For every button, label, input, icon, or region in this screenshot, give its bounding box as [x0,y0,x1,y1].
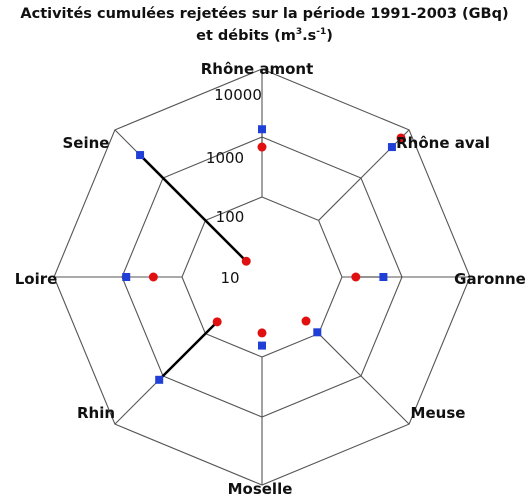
marker-blue-7 [136,151,145,160]
tick-label-100: 100 [216,208,245,226]
category-label-0: Rhône amont [201,60,314,78]
marker-blue-5 [155,375,164,384]
category-label-2: Garonne [454,270,526,288]
tick-label-1000: 1000 [206,149,244,167]
marker-red-7 [241,256,251,266]
chart-title-line2: et débits (m3.s-1) [196,27,333,44]
marker-red-4 [257,328,267,338]
spoke-3 [318,333,410,425]
marker-red-3 [301,316,311,326]
connector-5 [158,320,219,381]
marker-red-2 [351,272,361,282]
category-label-1: Rhône aval [396,134,490,152]
marker-red-0 [257,142,267,152]
category-label-3: Meuse [411,404,466,422]
marker-blue-6 [122,273,131,281]
marker-blue-2 [379,273,388,281]
category-label-4: Moselle [228,480,293,498]
marker-red-5 [212,317,222,327]
marker-red-1 [396,133,406,143]
category-label-6: Loire [15,270,58,288]
connector-7 [139,154,248,263]
series-connectors [139,129,384,381]
chart-title-line1: Activités cumulées rejetées sur la pério… [20,6,509,22]
category-label-5: Rhin [77,404,115,422]
marker-blue-0 [258,125,266,134]
marker-blue-4 [258,341,266,350]
marker-blue-1 [387,143,396,152]
marker-blue-3 [313,328,322,337]
tick-label-10: 10 [220,269,239,287]
marker-red-6 [148,272,158,282]
category-label-7: Seine [63,134,110,152]
tick-label-10000: 10000 [214,86,262,104]
series-markers [122,125,406,384]
